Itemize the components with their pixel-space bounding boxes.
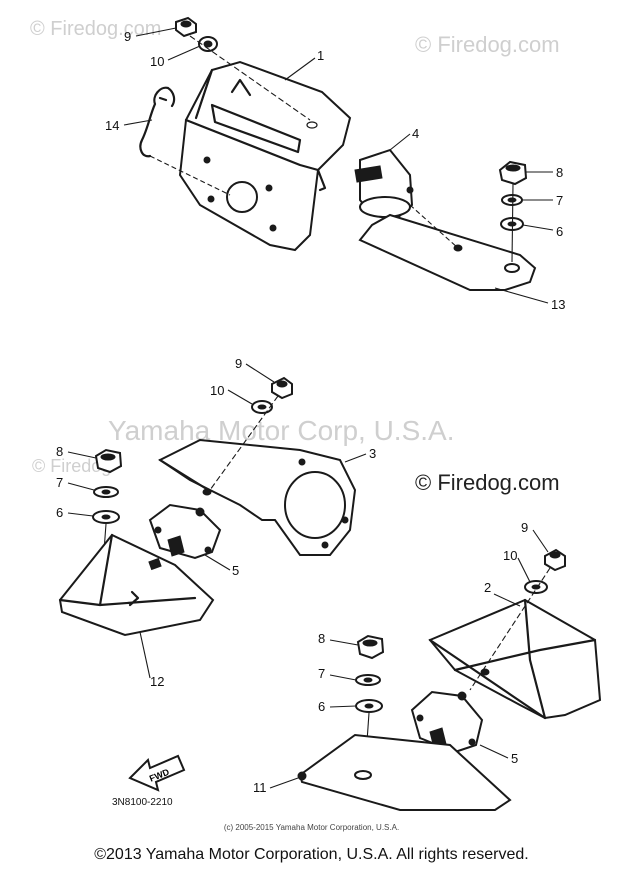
bracket-part-13: [358, 204, 537, 291]
callout-1: 1: [317, 48, 324, 63]
nut-part-9-bottom: [544, 548, 566, 572]
washer-part-10-bottom: [524, 580, 548, 594]
damper-part-4: [354, 148, 414, 222]
callout-13: 13: [551, 297, 565, 312]
watermark-yamaha-center: Yamaha Motor Corp, U.S.A.: [108, 415, 455, 446]
fwd-arrow-icon: FWD: [128, 754, 186, 792]
plate-part-11: [297, 733, 512, 811]
callout-12: 12: [150, 674, 164, 689]
washer-part-10-top: [198, 36, 218, 52]
callout-9-middle: 9: [235, 356, 242, 371]
callout-4: 4: [412, 126, 419, 141]
watermark-firedog-mid-left: © Firedog: [32, 456, 111, 476]
copyright-main: ©2013 Yamaha Motor Corporation, U.S.A. A…: [94, 846, 529, 863]
callout-6-middle: 6: [56, 505, 63, 520]
callout-5-bottom: 5: [511, 751, 518, 766]
callouts: 9 10 1 14 4 8 7 6 13 9 10 3 8 7 6 5 12 9: [56, 27, 565, 795]
washer-part-6-bottom: [355, 699, 383, 713]
nut-part-8-bottom: [356, 634, 385, 660]
callout-2: 2: [484, 580, 491, 595]
nut-part-9-middle: [271, 376, 293, 400]
washer-part-7-bottom: [355, 674, 381, 686]
callout-5-middle: 5: [232, 563, 239, 578]
washer-part-6-middle: [92, 510, 120, 524]
callout-7-middle: 7: [56, 475, 63, 490]
bracket-part-3: [158, 438, 357, 556]
bracket-part-1: [178, 60, 352, 252]
callout-10-middle: 10: [210, 383, 224, 398]
washer-part-7-middle: [93, 486, 119, 498]
watermark-firedog-mid-right: © Firedog.com: [415, 470, 560, 495]
callout-8-bottom: 8: [318, 631, 325, 646]
callout-7-top: 7: [556, 193, 563, 208]
callout-8-middle: 8: [56, 444, 63, 459]
nut-part-8-middle: [94, 448, 123, 474]
watermark-firedog-top-left: © Firedog.com: [30, 18, 161, 40]
tray-part-2: [428, 598, 602, 720]
callout-10-bottom: 10: [503, 548, 517, 563]
washer-part-10-middle: [251, 400, 273, 414]
nut-part-8-top: [498, 160, 528, 186]
callout-8-top: 8: [556, 165, 563, 180]
tray-part-12: [58, 533, 215, 637]
callout-10-top: 10: [150, 54, 164, 69]
callout-6-top: 6: [556, 224, 563, 239]
callout-9-top: 9: [124, 29, 131, 44]
callout-3: 3: [369, 446, 376, 461]
clip-part-14: [139, 86, 231, 196]
damper-part-5-bottom: [410, 690, 484, 754]
watermark-firedog-top-right: © Firedog.com: [415, 32, 560, 57]
washer-part-7-top: [501, 194, 523, 206]
diagram-code: 3N8100-2210: [112, 797, 173, 808]
callout-14: 14: [105, 118, 119, 133]
callout-9-bottom: 9: [521, 520, 528, 535]
damper-part-5-middle: [148, 503, 222, 560]
callout-7-bottom: 7: [318, 666, 325, 681]
callout-6-bottom: 6: [318, 699, 325, 714]
copyright-small: (c) 2005-2015 Yamaha Motor Corporation, …: [223, 823, 400, 832]
nut-part-9-top: [175, 16, 197, 38]
callout-11: 11: [253, 780, 267, 795]
